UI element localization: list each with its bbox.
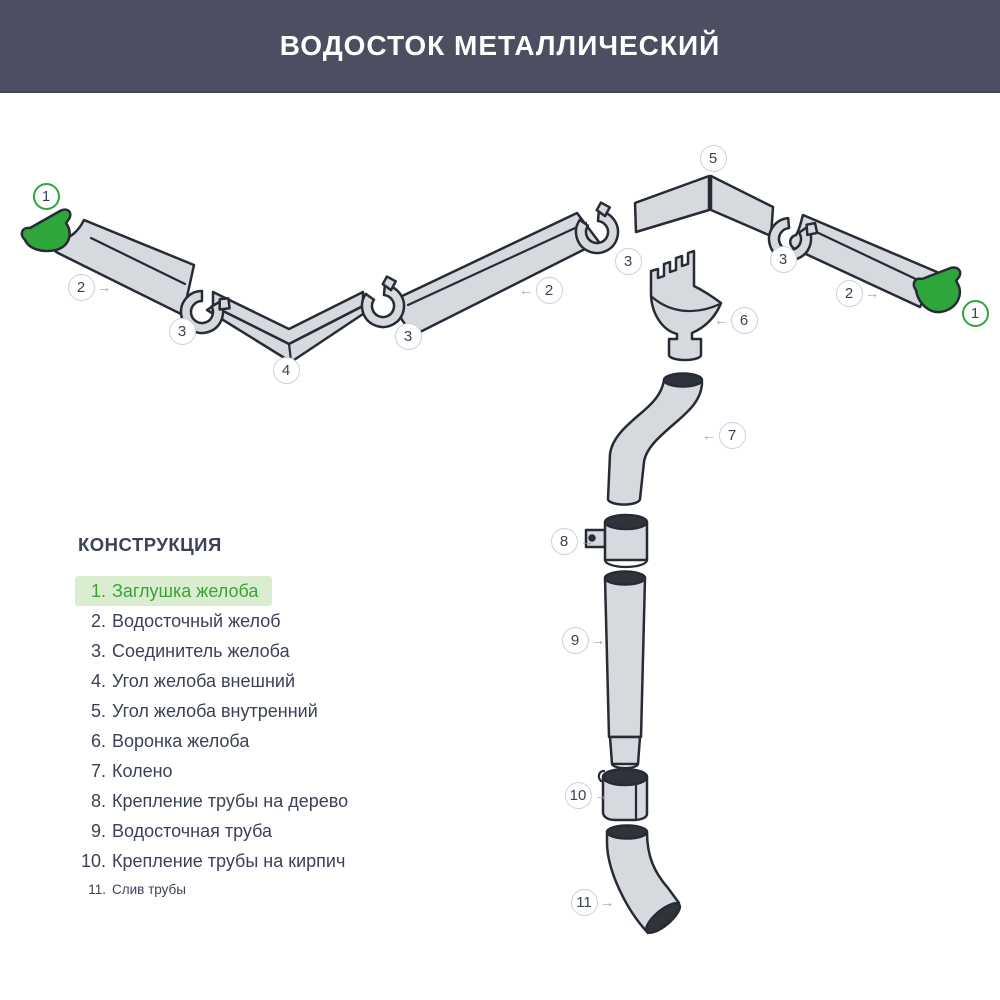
callout-arrow-right-icon: → <box>591 632 605 648</box>
legend-item-label: Колено <box>112 760 173 781</box>
legend-item-6[interactable]: 6. Воронка желоба <box>75 726 263 756</box>
legend-item-number: 3. <box>90 640 106 661</box>
legend-item-label: Угол желоба внутренний <box>112 700 318 721</box>
part-bracket-brick-top <box>601 767 649 787</box>
legend-item-number: 6. <box>90 730 106 751</box>
callout-10[interactable]: 10 <box>564 781 592 809</box>
legend-item-label: Водосточный желоб <box>112 610 281 631</box>
legend-item-number: 4. <box>90 670 106 691</box>
callout-2[interactable]: 2 <box>835 279 863 307</box>
legend-item-label: Воронка желоба <box>112 730 250 751</box>
callout-4[interactable]: 4 <box>272 356 300 384</box>
callout-3[interactable]: 3 <box>769 245 797 273</box>
callout-arrow-right-icon: → <box>594 787 608 803</box>
callout-arrow-right-icon: → <box>600 894 614 910</box>
part-pipe-top <box>603 570 647 586</box>
callout-3[interactable]: 3 <box>614 247 642 275</box>
legend-item-number: 10. <box>80 850 106 871</box>
callout-3[interactable]: 3 <box>394 322 422 350</box>
callout-arrow-right-icon: → <box>865 285 879 301</box>
legend-item-label: Крепление трубы на дерево <box>112 790 349 811</box>
legend-item-label: Заглушка желоба <box>112 580 259 601</box>
legend-item-2[interactable]: 2. Водосточный желоб <box>75 606 295 636</box>
part-end-cap-left <box>20 208 72 253</box>
part-corner-inner-left <box>633 174 711 234</box>
legend-item-number: 11. <box>88 881 106 897</box>
legend-item-number: 5. <box>90 700 106 721</box>
part-end-cap-right <box>912 266 962 314</box>
part-bracket-wood-bolt <box>588 534 596 542</box>
part-bracket-wood-top <box>603 513 649 531</box>
callout-arrow-left-icon: ← <box>702 427 716 443</box>
callout-11[interactable]: 11 <box>570 888 598 916</box>
part-elbow-opening <box>662 372 704 388</box>
header: ВОДОСТОК МЕТАЛЛИЧЕСКИЙ <box>0 0 1000 93</box>
legend-heading: КОНСТРУКЦИЯ <box>78 534 222 555</box>
legend-item-number: 8. <box>90 790 106 811</box>
part-gutter-left <box>51 218 196 317</box>
legend: КОНСТРУКЦИЯ 1. Заглушка желоба 2. Водосточн… <box>75 534 435 902</box>
legend-item-10[interactable]: 10. Крепление трубы на кирпич <box>75 846 359 876</box>
legend-item-label: Водосточная труба <box>112 820 273 841</box>
callout-9[interactable]: 9 <box>561 626 589 654</box>
legend-item-number: 2. <box>90 610 106 631</box>
legend-item-3[interactable]: 3. Соединитель желоба <box>75 636 304 666</box>
legend-item-label: Соединитель желоба <box>112 640 290 661</box>
callout-arrow-right-icon: → <box>97 279 111 295</box>
legend-item-label: Крепление трубы на кирпич <box>112 850 346 871</box>
callout-arrow-left-icon: ← <box>519 282 533 298</box>
callout-1[interactable]: 1 <box>961 299 989 327</box>
legend-item-7[interactable]: 7. Колено <box>75 756 187 786</box>
part-corner-inner-right <box>709 174 775 238</box>
legend-item-1[interactable]: 1. Заглушка желоба <box>75 576 273 606</box>
callout-6[interactable]: 6 <box>730 306 758 334</box>
callout-arrow-left-icon: ← <box>714 312 728 328</box>
legend-item-label: Угол желоба внешний <box>112 670 295 691</box>
legend-item-8[interactable]: 8. Крепление трубы на дерево <box>75 786 362 816</box>
part-elbow <box>606 378 704 506</box>
callout-1[interactable]: 1 <box>32 182 60 210</box>
legend-item-5[interactable]: 5. Угол желоба внутренний <box>75 696 332 726</box>
page-title: ВОДОСТОК МЕТАЛЛИЧЕСКИЙ <box>279 29 721 61</box>
part-pipe-coupling <box>608 735 642 766</box>
legend-item-number: 1. <box>90 580 106 601</box>
callout-5[interactable]: 5 <box>699 144 727 172</box>
callout-2[interactable]: 2 <box>535 276 563 304</box>
legend-item-4[interactable]: 4. Угол желоба внешний <box>75 666 309 696</box>
legend-item-number: 7. <box>90 760 106 781</box>
part-drain-opening <box>644 902 682 934</box>
callout-3[interactable]: 3 <box>168 317 196 345</box>
legend-item-9[interactable]: 9. Водосточная труба <box>75 816 286 846</box>
callout-2[interactable]: 2 <box>67 273 95 301</box>
callout-7[interactable]: 7 <box>718 421 746 449</box>
part-funnel <box>649 249 723 362</box>
part-pipe <box>603 576 647 739</box>
legend-item-number: 9. <box>90 820 106 841</box>
callout-8[interactable]: 8 <box>550 527 578 555</box>
legend-item-label: Слив трубы <box>112 881 186 897</box>
legend-item-11[interactable]: 11. Слив трубы <box>75 876 200 902</box>
legend-list: 1. Заглушка желоба 2. Водосточный желоб 3. Со… <box>75 576 435 902</box>
part-drain-top <box>605 824 649 840</box>
callout-arrow-right-icon: → <box>580 533 594 549</box>
